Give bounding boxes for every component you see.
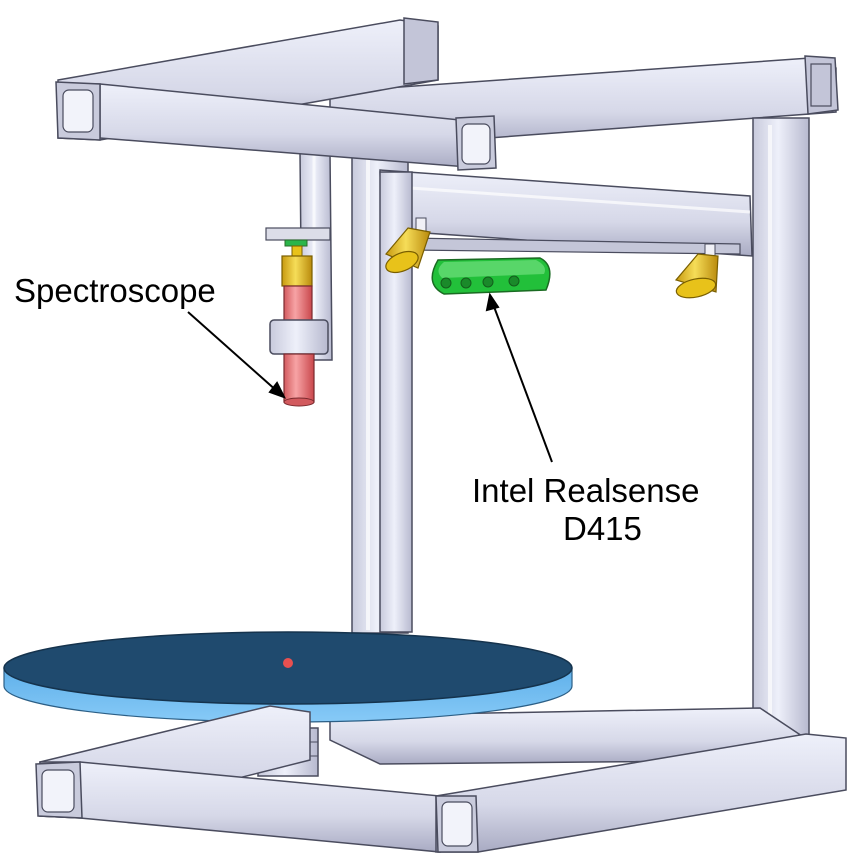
right-light bbox=[674, 243, 719, 299]
front-right-post bbox=[752, 117, 810, 741]
realsense-camera bbox=[431, 257, 551, 295]
base-front-bar bbox=[35, 761, 441, 853]
front-top-bar-end-cap bbox=[455, 115, 497, 171]
spectroscope-device bbox=[265, 227, 331, 407]
camera-label-line1: Intel Realsense bbox=[472, 472, 700, 509]
spectroscope-arrow bbox=[187, 311, 287, 399]
left-top-bar-end-cap bbox=[55, 81, 101, 141]
base-right-bar bbox=[435, 733, 847, 853]
turntable-center-marker bbox=[283, 658, 293, 668]
spectroscope-label: Spectroscope bbox=[14, 272, 216, 309]
camera-arrow bbox=[485, 292, 553, 463]
left-light bbox=[385, 217, 431, 274]
camera-label-line2: D415 bbox=[563, 510, 642, 547]
